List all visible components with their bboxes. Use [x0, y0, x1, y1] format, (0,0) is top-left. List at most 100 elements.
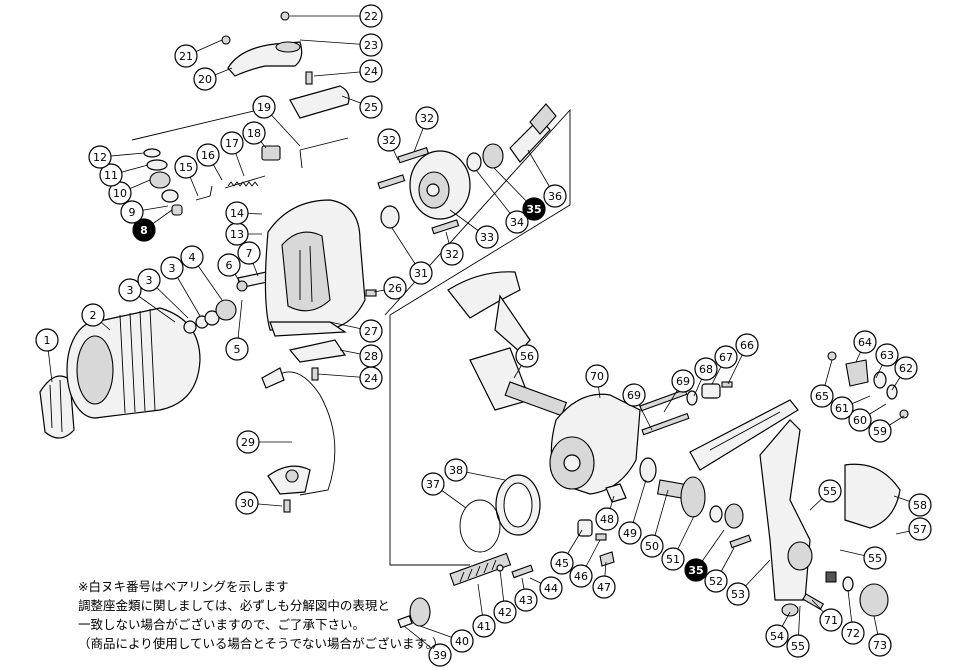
- callout-number-10: 10: [113, 187, 127, 200]
- callout-number-13: 13: [230, 228, 244, 241]
- part-26-screw: [365, 289, 377, 297]
- callout-41: 41: [472, 614, 496, 638]
- part-3-4-washers: [183, 299, 237, 334]
- callout-32b: 32: [415, 106, 439, 130]
- callout-circle-25: [359, 95, 383, 119]
- callout-circle-44: [539, 576, 563, 600]
- callout-number-62: 62: [899, 362, 913, 375]
- callout-19: 19: [252, 95, 276, 119]
- callout-circle-43: [514, 588, 538, 612]
- callout-circle-33: [475, 225, 499, 249]
- part-34-washer: [466, 152, 482, 172]
- part-59-screw: [899, 409, 909, 419]
- callout-circle-3b: [137, 268, 161, 292]
- callout-37: 37: [421, 472, 445, 496]
- callout-66: 66: [735, 333, 759, 357]
- callout-circle-60: [848, 408, 872, 432]
- callout-70: 70: [585, 364, 609, 388]
- callout-63: 63: [875, 343, 899, 367]
- callout-circle-52: [704, 569, 728, 593]
- part-33-housing: [409, 150, 471, 220]
- part-39-bush: [397, 615, 413, 629]
- part-30-screw: [283, 499, 291, 513]
- callout-number-14: 14: [230, 207, 244, 220]
- callout-circle-55b: [863, 546, 887, 570]
- callout-17: 17: [220, 131, 244, 155]
- callout-56: 56: [515, 344, 539, 368]
- callout-number-54: 54: [770, 630, 784, 643]
- callout-44: 44: [539, 576, 563, 600]
- callout-number-27: 27: [364, 325, 378, 338]
- part-37-o-ring: [459, 499, 501, 553]
- callout-circle-61: [830, 396, 854, 420]
- callout-number-29: 29: [241, 436, 255, 449]
- callout-circle-18: [242, 121, 266, 145]
- part-67-plate: [701, 383, 721, 399]
- callout-3a: 3: [118, 278, 142, 302]
- callout-73: 73: [868, 633, 892, 657]
- callout-29: 29: [236, 430, 260, 454]
- callout-circle-69a: [671, 369, 695, 393]
- note-shim-line-3: （商品により使用している場合とそうでない場合がございます。）: [78, 636, 445, 651]
- callout-circle-41: [472, 614, 496, 638]
- callout-16: 16: [196, 143, 220, 167]
- callout-circle-15: [174, 155, 198, 179]
- callout-number-22: 22: [364, 10, 378, 23]
- callout-number-4: 4: [189, 251, 196, 264]
- callout-circle-34: [505, 210, 529, 234]
- callout-number-43: 43: [519, 594, 533, 607]
- callout-circle-40: [450, 629, 474, 653]
- callout-number-50: 50: [645, 540, 659, 553]
- callout-circle-32b: [415, 106, 439, 130]
- callout-number-28: 28: [364, 350, 378, 363]
- part-62-washer: [886, 384, 898, 400]
- callout-number-70: 70: [590, 370, 604, 383]
- callout-32c: 32: [440, 242, 464, 266]
- part-64-lever: [845, 359, 869, 387]
- callout-11: 11: [99, 163, 123, 187]
- callout-number-48: 48: [600, 513, 614, 526]
- part-53-side-cover: [759, 419, 813, 601]
- callout-circle-45: [550, 551, 574, 575]
- callout-circle-51: [661, 547, 685, 571]
- callout-circle-9: [120, 200, 144, 224]
- callout-number-55c: 55: [791, 640, 805, 653]
- callout-circle-64: [853, 330, 877, 354]
- part-63-washer: [873, 371, 887, 389]
- callout-25: 25: [359, 95, 383, 119]
- callout-circle-54: [765, 624, 789, 648]
- callout-circle-37: [421, 472, 445, 496]
- part-25-cover: [289, 85, 350, 119]
- callout-54: 54: [765, 624, 789, 648]
- callout-circle-32c: [440, 242, 464, 266]
- callout-30: 30: [235, 491, 259, 515]
- part-72-washer: [842, 576, 854, 592]
- note-shim-line-2: 一致しない場合がございますので、ご了承下さい。: [78, 617, 366, 632]
- callout-18: 18: [242, 121, 266, 145]
- callout-51: 51: [661, 547, 685, 571]
- callout-number-69b: 69: [627, 389, 641, 402]
- callout-number-58: 58: [913, 499, 927, 512]
- callout-2: 2: [81, 303, 105, 327]
- callout-circle-36: [543, 184, 567, 208]
- callout-number-8: 8: [140, 224, 148, 237]
- part-56-handle: [447, 271, 568, 417]
- part-43-pin: [511, 564, 534, 579]
- callout-6: 6: [217, 253, 241, 277]
- callout-circle-17: [220, 131, 244, 155]
- callout-circle-11: [99, 163, 123, 187]
- callout-69a: 69: [671, 369, 695, 393]
- callout-14: 14: [225, 201, 249, 225]
- part-51-washer: [709, 505, 723, 523]
- part-30-bail-arm: [267, 465, 311, 495]
- leader-line-23: [299, 39, 372, 46]
- part-17-spring: [224, 175, 266, 189]
- callout-58: 58: [908, 493, 932, 517]
- part-9-12-bush-stack: [143, 148, 183, 216]
- callout-circle-53: [726, 582, 750, 606]
- callout-number-72: 72: [846, 627, 860, 640]
- callout-number-45: 45: [555, 557, 569, 570]
- callout-57: 57: [908, 517, 932, 541]
- note-shim-line-1: 調整座金類に関しましては、必ずしも分解図中の表現と: [78, 598, 390, 613]
- callout-number-36: 36: [548, 190, 562, 203]
